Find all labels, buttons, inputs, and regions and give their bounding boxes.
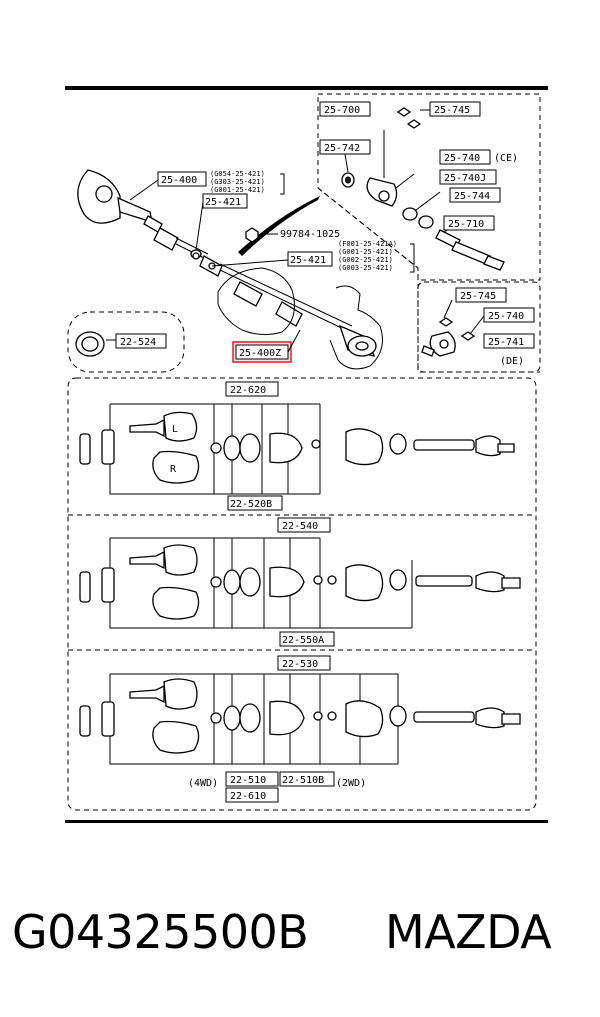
- label-2wd: (2WD): [336, 778, 366, 789]
- top-rule: [65, 86, 548, 90]
- label-25-740: 25-740: [444, 153, 480, 164]
- label-22-510: 22-510: [230, 775, 266, 786]
- bottom-rule: [65, 820, 548, 823]
- brand-name: MAZDA: [385, 905, 552, 959]
- svg-text:R: R: [170, 464, 177, 475]
- part-number: G04325500B: [12, 905, 309, 959]
- oil-seal: [75, 331, 118, 357]
- inset-frame-de: [417, 281, 541, 373]
- label-g003: (G003-25-421): [338, 264, 393, 272]
- label-22-510b: 22-510B: [282, 775, 324, 786]
- label-g001: (G001-25-421): [210, 186, 265, 194]
- kit-row-1: L R 22-620 22-520B: [79, 381, 515, 511]
- bolt-99784: [245, 227, 278, 243]
- label-25-421-a: 25-421: [205, 197, 241, 208]
- label-22-540: 22-540: [282, 521, 318, 532]
- label-25-740-b: 25-740: [488, 311, 524, 322]
- label-25-742: 25-742: [324, 143, 360, 154]
- label-99784-1025: 99784-1025: [280, 229, 340, 240]
- label-g002: (G002-25-421): [338, 256, 393, 264]
- label-25-745: 25-745: [434, 105, 470, 116]
- label-ce: (CE): [494, 153, 518, 164]
- label-22-550a: 22-550A: [282, 635, 324, 646]
- label-f001: (F001-25-421A): [338, 240, 397, 248]
- hub-assembly-left: [77, 169, 153, 224]
- label-g303: (G303-25-421): [210, 178, 265, 186]
- inset-frame-seal: [67, 311, 185, 373]
- label-g054: (G054-25-421): [210, 170, 265, 178]
- label-25-400: 25-400: [161, 175, 197, 186]
- label-25-744: 25-744: [454, 191, 490, 202]
- label-25-710: 25-710: [448, 219, 484, 230]
- label-g001b: (G001-25-421): [338, 248, 393, 256]
- label-4wd: (4WD): [188, 778, 218, 789]
- label-25-421-b: 25-421: [290, 255, 326, 266]
- inset-parts-ce: [341, 107, 505, 271]
- label-25-400z: 25-400Z: [239, 348, 281, 359]
- kit-row-2: 22-540 22-550A: [79, 517, 521, 647]
- parts-diagram: 25-700 25-745 25-742 25-740 (CE) 25-740J…: [65, 86, 548, 823]
- label-25-741: 25-741: [488, 337, 524, 348]
- upper-boundary: [317, 187, 540, 373]
- label-22-610: 22-610: [230, 791, 266, 802]
- inset-parts-de: [421, 299, 485, 357]
- kits-frame: [67, 377, 537, 811]
- callouts-upper: 25-700 25-745 25-742 25-740 (CE) 25-740J…: [115, 101, 535, 367]
- transaxle-sketch: [217, 267, 295, 336]
- label-22-530: 22-530: [282, 659, 318, 670]
- label-25-740j: 25-740J: [444, 173, 486, 184]
- label-22-524: 22-524: [120, 337, 156, 348]
- label-25-700: 25-700: [324, 105, 360, 116]
- svg-text:L: L: [172, 424, 178, 435]
- label-de: (DE): [500, 356, 524, 367]
- label-25-745-b: 25-745: [460, 291, 496, 302]
- leader-wedge: [238, 196, 320, 256]
- label-22-520b: 22-520B: [230, 499, 272, 510]
- knuckle-right: [329, 285, 383, 370]
- caption: G04325500B MAZDA: [0, 905, 600, 975]
- kit-row-3: 22-530 (4WD) 22-510 22-510B (2WD) 22-610: [79, 655, 521, 803]
- label-22-620: 22-620: [230, 385, 266, 396]
